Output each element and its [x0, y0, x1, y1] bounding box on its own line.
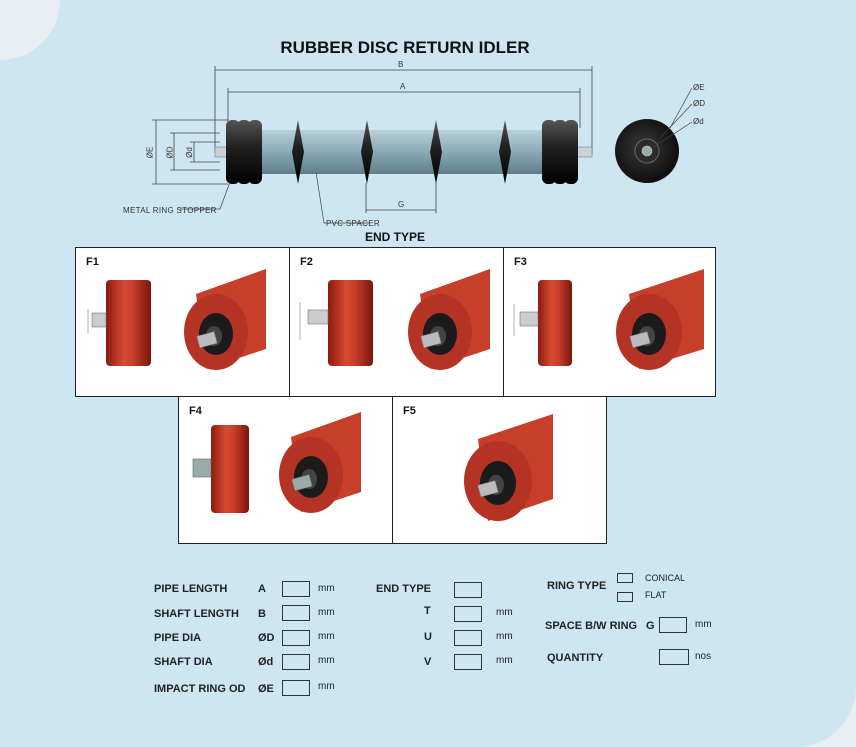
- roller-side-view: [106, 280, 151, 366]
- impact-ring-od-input[interactable]: [282, 680, 310, 696]
- dim-b-label: B: [398, 60, 404, 69]
- metal-ring-stopper-label: METAL RING STOPPER: [123, 206, 217, 215]
- quantity-label: QUANTITY: [547, 652, 604, 664]
- shaft-length-unit: mm: [318, 607, 335, 618]
- ring-type-flat-checkbox[interactable]: [617, 592, 633, 602]
- roller-3d-view: [408, 269, 490, 370]
- roller-side-view: [328, 280, 373, 366]
- roller-3d-view: [279, 412, 361, 513]
- end-type-heading: END TYPE: [364, 230, 425, 244]
- space-bw-ring-unit: mm: [695, 619, 712, 630]
- dim-a-label: A: [400, 82, 406, 91]
- end-view-phi-d-upper-label: ØD: [693, 99, 705, 108]
- panel-label-f4: F4: [189, 405, 202, 417]
- end-type-panel-f2: F2: [289, 247, 504, 397]
- end-type-panel-f4: F4: [178, 396, 393, 544]
- shaft-end-detail: [192, 458, 212, 478]
- space-bw-ring-label: SPACE B/W RING: [545, 620, 638, 632]
- roller-3d-view: [616, 269, 704, 370]
- v-unit: mm: [496, 655, 513, 666]
- dimension-lines: [152, 66, 593, 213]
- pipe-dia-label: PIPE DIA: [154, 632, 202, 644]
- end-type-field-label: END TYPE: [376, 583, 432, 595]
- shaft-length-input[interactable]: [282, 605, 310, 621]
- end-view-phi-e-label: ØE: [693, 83, 705, 92]
- dim-phi-d-upper-label: ØD: [165, 146, 175, 159]
- end-type-panel-f3: F3: [503, 247, 716, 397]
- pipe-length-unit: mm: [318, 583, 335, 594]
- pipe-length-input[interactable]: [282, 581, 310, 597]
- shaft-length-symbol: B: [258, 608, 266, 620]
- dim-phi-d-lower-label: Ød: [184, 147, 194, 158]
- dim-phi-e-label: ØE: [145, 146, 155, 159]
- shaft-dia-unit: mm: [318, 655, 335, 666]
- shaft-length-label: SHAFT LENGTH: [154, 608, 239, 620]
- pipe-dia-unit: mm: [318, 631, 335, 642]
- t-symbol: T: [424, 605, 431, 617]
- page-title: RUBBER DISC RETURN IDLER: [280, 38, 530, 57]
- space-bw-ring-symbol: G: [646, 620, 655, 632]
- t-unit: mm: [496, 607, 513, 618]
- pvc-spacer-label: PVC SPACER: [326, 219, 380, 228]
- panel-label-f1: F1: [86, 256, 99, 268]
- t-input[interactable]: [454, 606, 482, 622]
- roller-3d-view: [464, 414, 553, 521]
- roller-side-view: [538, 280, 572, 366]
- shaft-dia-input[interactable]: [282, 654, 310, 670]
- panel-label-f3: F3: [514, 256, 527, 268]
- shaft-end-detail: [513, 304, 539, 336]
- end-type-panel-f1: F1: [75, 247, 290, 397]
- dim-g-label: G: [398, 200, 405, 209]
- pipe-dia-input[interactable]: [282, 630, 310, 646]
- u-unit: mm: [496, 631, 513, 642]
- quantity-input[interactable]: [659, 649, 689, 665]
- roller-side-view: [211, 425, 249, 513]
- shaft-end-detail: [87, 309, 107, 333]
- idler-drawing: [152, 66, 693, 224]
- u-symbol: U: [424, 631, 432, 643]
- v-symbol: V: [424, 656, 432, 668]
- impact-ring-od-unit: mm: [318, 681, 335, 692]
- impact-ring-od-label: IMPACT RING OD: [154, 683, 246, 695]
- pipe-length-symbol: A: [258, 583, 266, 595]
- shaft-dia-symbol: Ød: [258, 656, 274, 668]
- space-bw-ring-input[interactable]: [659, 617, 687, 633]
- end-view-phi-d-lower-label: Ød: [693, 117, 704, 126]
- pipe-length-label: PIPE LENGTH: [154, 583, 228, 595]
- ring-type-flat-label: FLAT: [645, 590, 667, 600]
- end-type-panel-f5: F5: [392, 396, 607, 544]
- pipe-dia-symbol: ØD: [258, 632, 275, 644]
- shaft-end-detail: [299, 302, 329, 340]
- impact-ring-od-symbol: ØE: [258, 683, 274, 695]
- end-type-input[interactable]: [454, 582, 482, 598]
- ring-type-conical-label: CONICAL: [645, 573, 686, 583]
- ring-type-label: RING TYPE: [547, 580, 607, 592]
- v-input[interactable]: [454, 654, 482, 670]
- roller-3d-view: [184, 269, 266, 370]
- ring-type-conical-checkbox[interactable]: [617, 573, 633, 583]
- panel-label-f5: F5: [403, 405, 416, 417]
- panel-label-f2: F2: [300, 256, 313, 268]
- u-input[interactable]: [454, 630, 482, 646]
- shaft-dia-label: SHAFT DIA: [154, 656, 213, 668]
- quantity-unit: nos: [695, 651, 712, 662]
